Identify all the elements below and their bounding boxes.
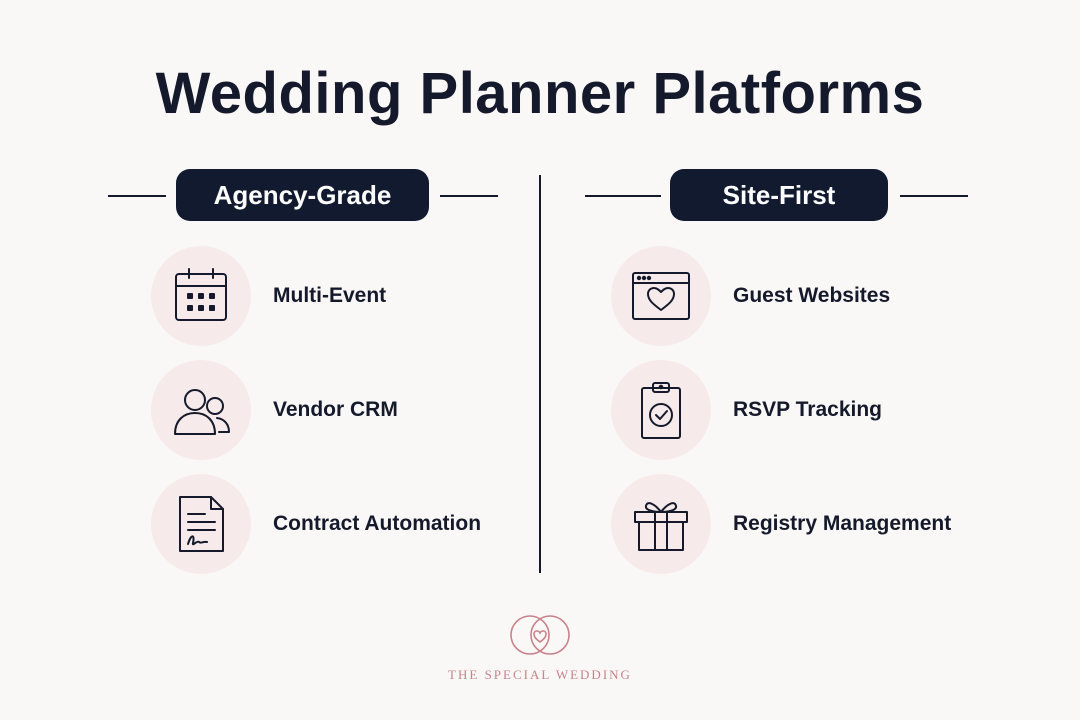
contract-document-icon xyxy=(179,496,224,552)
feature-label: RSVP Tracking xyxy=(733,398,883,421)
column-header-agency-grade: Agency-Grade xyxy=(0,169,540,221)
clipboard-check-icon xyxy=(641,382,681,439)
column-heading-pill: Agency-Grade xyxy=(176,169,429,221)
header-rule-right xyxy=(900,195,968,197)
interlocking-rings-heart-icon xyxy=(507,612,573,663)
icon-circle xyxy=(151,246,251,346)
feature-item: Guest Websites xyxy=(611,246,890,346)
page-title: Wedding Planner Platforms xyxy=(155,61,925,126)
feature-item: Multi-Event xyxy=(151,246,386,346)
feature-item: Contract Automation xyxy=(151,474,481,574)
header-rule-right xyxy=(440,195,498,197)
column-header-site-first: Site-First xyxy=(0,169,1080,221)
users-icon xyxy=(174,389,230,435)
brand-name: THE SPECIAL WEDDING xyxy=(448,667,632,682)
feature-label: Vendor CRM xyxy=(273,398,398,421)
icon-circle xyxy=(611,474,711,574)
icon-circle xyxy=(151,360,251,460)
feature-item: Vendor CRM xyxy=(151,360,398,460)
website-heart-icon xyxy=(632,272,690,320)
feature-label: Registry Management xyxy=(733,512,952,535)
header-rule-left xyxy=(585,195,661,197)
feature-label: Multi-Event xyxy=(273,284,387,307)
icon-circle xyxy=(151,474,251,574)
feature-item: RSVP Tracking xyxy=(611,360,882,460)
icon-circle xyxy=(611,360,711,460)
feature-label: Guest Websites xyxy=(733,284,891,307)
header-rule-left xyxy=(108,195,166,197)
icon-circle xyxy=(611,246,711,346)
column-divider xyxy=(539,175,541,573)
gift-icon xyxy=(634,502,688,551)
feature-label: Contract Automation xyxy=(273,512,482,535)
calendar-icon xyxy=(175,268,227,321)
feature-item: Registry Management xyxy=(611,474,951,574)
column-heading-pill: Site-First xyxy=(670,169,888,221)
brand-logo: THE SPECIAL WEDDING xyxy=(0,612,1080,683)
